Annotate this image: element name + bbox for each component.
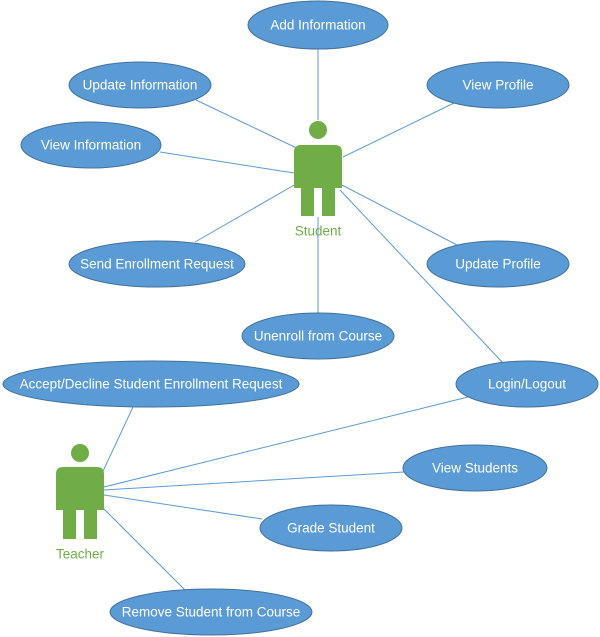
use-case-label: Send Enrollment Request <box>80 257 234 272</box>
use-case-login-logout: Login/Logout <box>455 360 599 408</box>
use-case-view-students: View Students <box>402 444 548 492</box>
person-icon <box>56 444 104 539</box>
use-case-label: Login/Logout <box>488 377 566 392</box>
actor-student: Student <box>294 121 342 239</box>
person-icon <box>294 121 342 216</box>
use-case-label: Remove Student from Course <box>122 605 301 620</box>
association-line-teacher-remove-student <box>99 504 186 591</box>
use-case-label: View Profile <box>462 78 533 93</box>
association-lines <box>96 49 504 591</box>
actor-label-teacher: Teacher <box>56 547 105 562</box>
association-line-teacher-login-logout <box>103 396 469 488</box>
association-line-student-login-logout <box>339 189 504 364</box>
association-line-student-view-profile <box>342 102 455 158</box>
use-case-label: View Information <box>41 138 141 153</box>
use-case-label: Add Information <box>270 18 365 33</box>
use-case-update-information: Update Information <box>68 61 212 109</box>
use-case-remove-student: Remove Student from Course <box>109 588 313 636</box>
use-case-update-profile: Update Profile <box>426 240 570 288</box>
association-line-student-update-profile <box>341 184 458 246</box>
use-case-unenroll-from-course: Unenroll from Course <box>241 312 395 360</box>
use-case-label: Grade Student <box>287 521 375 536</box>
use-case-label: Accept/Decline Student Enrollment Reques… <box>20 377 283 392</box>
actor-label-student: Student <box>295 224 342 239</box>
use-case-send-enrollment-request: Send Enrollment Request <box>68 240 246 288</box>
use-case-label: Unenroll from Course <box>254 329 382 344</box>
use-case-label: Update Profile <box>455 257 541 272</box>
use-case-grade-student: Grade Student <box>259 504 403 552</box>
association-line-student-update-information <box>195 99 306 153</box>
use-case-add-information: Add Information <box>247 0 389 50</box>
actors: Student Teacher <box>56 121 342 562</box>
association-line-teacher-grade-student <box>103 494 263 520</box>
association-line-student-view-information <box>159 151 295 174</box>
association-line-student-send-enrollment-request <box>194 183 297 243</box>
use-case-view-profile: View Profile <box>426 61 570 109</box>
use-case-accept-decline-enrollment: Accept/Decline Student Enrollment Reques… <box>2 360 300 408</box>
use-case-label: Update Information <box>83 78 198 93</box>
use-case-label: View Students <box>432 461 518 476</box>
actor-teacher: Teacher <box>56 444 105 562</box>
association-line-teacher-view-students <box>103 471 405 491</box>
use-case-view-information: View Information <box>20 121 162 169</box>
